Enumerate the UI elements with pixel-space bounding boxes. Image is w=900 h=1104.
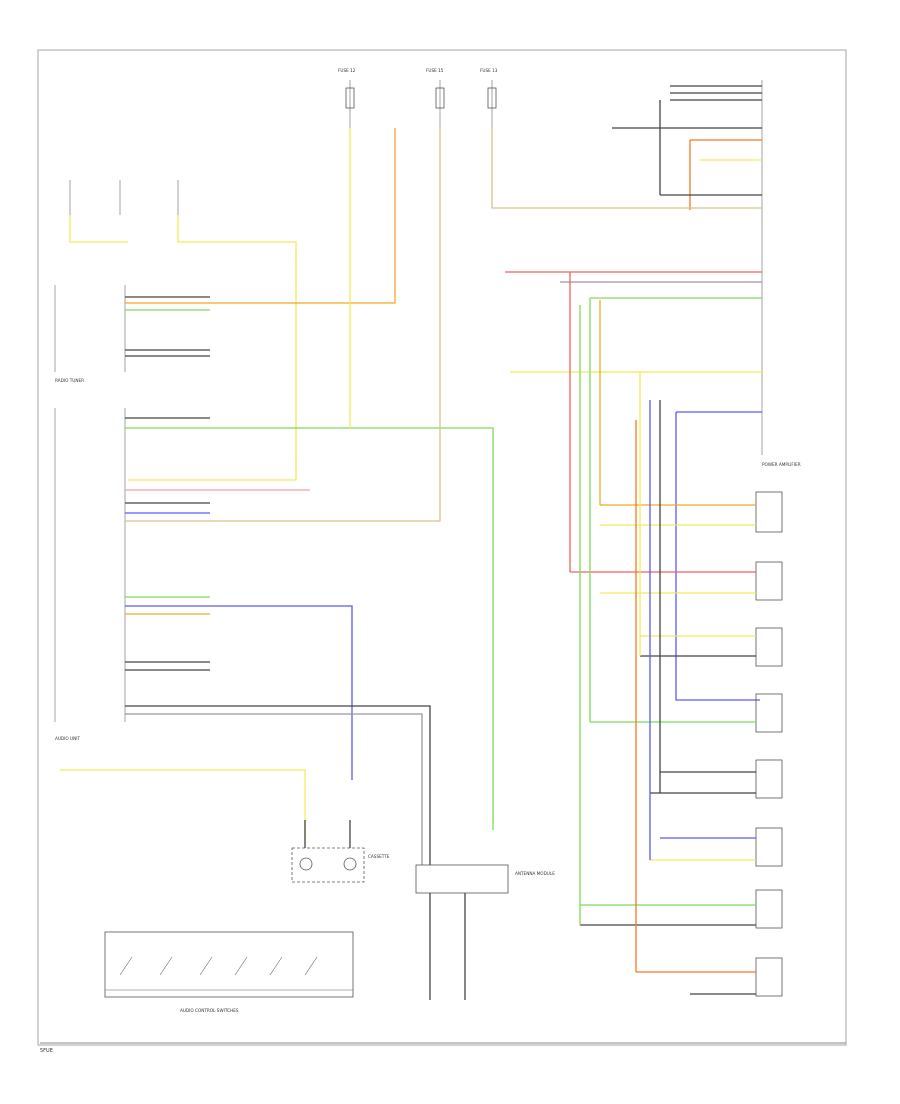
power-amplifier: POWER AMPLIFIER — [491, 80, 801, 701]
fuse-2 — [435, 87, 445, 109]
speaker-5 — [755, 759, 783, 799]
cassette-label: CASSETTE — [368, 854, 390, 859]
speaker-column — [570, 491, 783, 997]
speaker-2 — [755, 561, 783, 601]
fuse-3-label: FUSE 13 — [480, 68, 498, 73]
wire-au-antenna-coax — [125, 705, 431, 865]
speaker-8 — [755, 957, 783, 997]
cassette-reel-left — [299, 857, 313, 871]
speaker-4 — [755, 693, 783, 733]
fuse-1 — [345, 87, 355, 109]
audio-unit-label: AUDIO UNIT — [55, 736, 80, 741]
fuse-1-label: FUSE 12 — [338, 68, 356, 73]
corner-mark: 5FUE — [40, 1048, 53, 1054]
wire-amp-tan — [491, 128, 762, 209]
diagram-frame — [37, 49, 847, 1046]
switch-panel-box — [104, 931, 354, 998]
antenna-module: ANTENNA MODULE — [415, 864, 555, 1000]
radio-tuner: RADIO TUNER — [54, 128, 396, 383]
wire-tuner-battery — [125, 128, 396, 304]
wire-yellow-illum — [128, 215, 297, 481]
power-amp-label: POWER AMPLIFIER — [762, 462, 801, 467]
antenna-module-label: ANTENNA MODULE — [515, 871, 555, 876]
wire-yellow-switch — [69, 215, 128, 243]
switch-panel-label: AUDIO CONTROL SWITCHES — [180, 1008, 239, 1013]
speaker-vertical-runs — [569, 272, 661, 972]
cassette-box — [291, 847, 365, 883]
speaker-6 — [755, 827, 783, 867]
fuse-3 — [487, 87, 497, 109]
audio-unit: AUDIO UNIT — [54, 128, 494, 865]
audio-control-switches: AUDIO CONTROL SWITCHES — [104, 931, 354, 1013]
fuse-2-label: FUSE 15 — [426, 68, 444, 73]
wire-au-yellowgreen — [125, 427, 494, 830]
wire-au-cassette-blue — [125, 605, 353, 780]
speaker-1 — [755, 491, 783, 533]
speaker-3 — [755, 627, 783, 667]
antenna-module-box — [415, 864, 509, 894]
cassette-reel-right — [343, 857, 357, 871]
radio-tuner-label: RADIO TUNER — [55, 378, 84, 383]
speaker-7 — [755, 889, 783, 929]
fuse-group: FUSE 12 FUSE 15 FUSE 13 — [338, 68, 498, 130]
wire-illum-lower — [60, 769, 306, 840]
wire-amp-ground-2 — [659, 100, 762, 196]
wire-au-antenna-shield — [125, 713, 423, 865]
wire-amp-blue-out — [675, 411, 762, 701]
left-switches — [69, 180, 297, 481]
cassette-unit: CASSETTE — [291, 820, 390, 883]
wire-amp-battery — [689, 139, 762, 210]
switch-contacts — [119, 956, 318, 976]
wire-amp-data — [670, 85, 762, 101]
wire-au-tan — [125, 128, 441, 522]
